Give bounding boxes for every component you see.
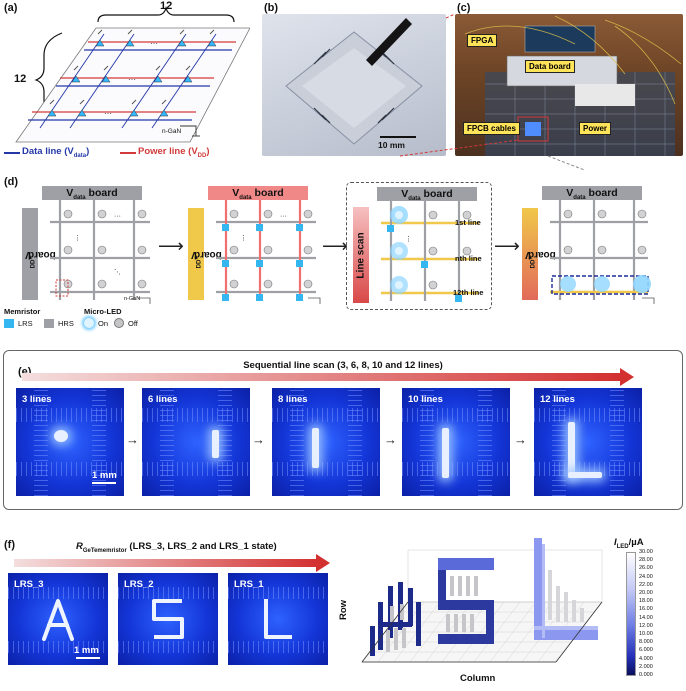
legend-off: Off [128,319,138,328]
scalebar-f [76,657,100,659]
state-title: RGeTememristor (LRS_3, LRS_2 and LRS_1 s… [76,541,277,554]
legend-lrs: LRS [18,319,33,328]
schematic-step-3: Vdata board Line scan ⋮ 1st line nth lin… [346,182,492,310]
panel-d-label: (d) [4,176,19,188]
data-board-4: Vdata board [542,186,642,201]
line-scan-arrow [22,373,622,381]
svg-text:···: ··· [128,75,136,84]
tile-label-12-lines: 12 lines [540,394,575,405]
step-arrow-3: ⟶ [494,236,520,256]
e-arrow-2: → [252,432,265,447]
legend-on-swatch [84,318,94,328]
step-arrow-1: ⟶ [158,236,184,256]
ngan-label-d: n-GaN [124,296,141,302]
legend-lrs-swatch [4,319,14,328]
svg-text:···: ··· [150,39,158,48]
axis-row-label: Row [338,599,349,620]
legend-memristor-title: Memristor [4,307,41,316]
callout-fpcb-cables: FPCB cables [463,122,520,135]
line-tag-twelfth: 12th line [453,288,484,297]
legend-data-line: Data line (Vdata) [4,146,89,159]
e-arrow-4: → [514,432,527,447]
callout-data-board: Data board [525,60,575,73]
svg-text:⋮: ⋮ [240,235,247,242]
panel-e-frame [3,350,683,510]
legend-power-line: Power line (VDD) [120,146,210,159]
tile-12-lines: 12 lines [534,388,642,496]
tile-label-lrs-2: LRS_2 [124,579,154,590]
callout-power: Power [579,122,612,135]
colorbar [626,552,636,676]
e-arrow-1: → [126,432,139,447]
line-tag-nth: nth line [455,254,482,263]
tile-label-lrs-1: LRS_1 [234,579,264,590]
step-arrow-2: ⟶ [322,236,348,256]
zoom-link-lines [399,13,586,170]
data-board-1: Vdata board [42,186,142,201]
wafer-scalebar-label: 10 mm [378,140,405,150]
tile-label-3-lines: 3 lines [22,394,52,405]
axis-column-label: Column [460,673,496,684]
tile-6-lines: 6 lines [142,388,250,496]
data-board-3: Vdata board [377,187,477,202]
data-board-2: Vdata board [208,186,308,201]
colorbar-ticks: 30.00 28.00 26.00 24.00 22.00 20.00 18.0… [639,549,653,678]
tile-8-lines: 8 lines [272,388,380,496]
tile-lrs-1: LRS_1 [228,573,328,665]
tile-label-6-lines: 6 lines [148,394,178,405]
scalebar-f-label: 1 mm [74,645,99,656]
tile-lrs-3: LRS_3 1 mm [8,573,108,665]
state-arrowhead [316,554,330,572]
tile-label-lrs-3: LRS_3 [14,579,44,590]
wafer-photo: 10 mm [262,14,446,156]
svg-text:···: ··· [104,109,112,118]
state-arrow [14,559,318,567]
line-tag-first: 1st line [455,218,481,227]
colorbar-title: ILED/µA [614,537,644,550]
legend-hrs: HRS [58,319,74,328]
panel-f-label: (f) [4,539,15,551]
ngan-label-a: n-GaN [162,128,182,135]
legend-off-swatch [114,318,124,328]
svg-text:⋮: ⋮ [405,236,412,243]
line-scan-bar: Line scan [353,207,369,303]
legend-hrs-swatch [44,319,54,328]
svg-text:⋱: ⋱ [114,269,121,276]
panel-b-label: (b) [264,2,279,14]
line-scan-arrowhead [620,368,634,386]
panel-c-label: (c) [457,2,471,14]
callout-fpga: FPGA [467,34,498,47]
svg-text:···: ··· [114,213,121,220]
tile-lrs-2: LRS_2 [118,573,218,665]
legend-micro-led-title: Micro-LED [84,307,122,316]
tile-label-10-lines: 10 lines [408,394,443,405]
current-3d-plot [361,538,603,663]
panel-a-label: (a) [4,2,18,14]
setup-photo: FPGA Data board FPCB cables Power [455,14,683,156]
tile-10-lines: 10 lines [402,388,510,496]
svg-text:⋮: ⋮ [74,235,81,242]
scalebar-e-label: 1 mm [92,470,117,481]
panel-a-array-diagram: ··· ··· ··· [15,5,250,143]
scalebar-e [92,482,116,484]
array-columns-count: 12 [160,0,173,12]
line-scan-title: Sequential line scan (3, 6, 8, 10 and 12… [243,360,443,371]
e-arrow-3: → [384,432,397,447]
array-rows-count: 12 [14,73,27,85]
tile-label-8-lines: 8 lines [278,394,308,405]
legend-on: On [98,319,109,328]
svg-text:···: ··· [280,213,287,220]
tile-3-lines: 3 lines 1 mm [16,388,124,496]
